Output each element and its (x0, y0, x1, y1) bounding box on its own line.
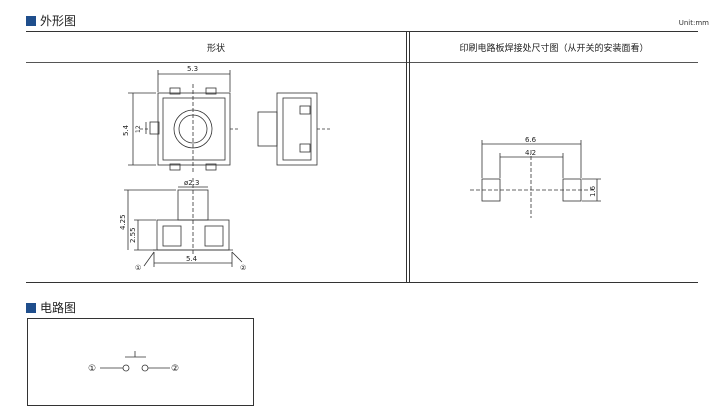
circuit-terminal-2: ② (171, 364, 179, 374)
pcb-footprint-drawing (470, 140, 601, 218)
terminal-2-label: ② (240, 264, 246, 272)
pcb-column-header: 印刷电路板焊接处尺寸图（从开关的安装面看） (459, 43, 649, 54)
dim-bottom-width: 5.4 (186, 255, 198, 263)
outline-table: 形状 印刷电路板焊接处尺寸图（从开关的安装面看） (26, 31, 698, 283)
top-view-drawing (128, 70, 240, 172)
header-divider (26, 62, 698, 63)
front-view-drawing (124, 178, 243, 267)
outline-section-heading: 外形图 (26, 12, 76, 29)
terminal-1-label: ① (135, 264, 141, 272)
dim-pad-h: 1.6 (589, 185, 597, 197)
dim-top-width: 5.3 (187, 65, 198, 73)
dim-phi: ø2.3 (184, 179, 199, 187)
dim-side-height: 5.4 (122, 124, 130, 136)
shape-column-header: 形状 (206, 43, 225, 54)
column-divider-2 (409, 32, 410, 282)
section-marker-icon (26, 302, 36, 313)
dim-h425: 4.25 (119, 214, 127, 230)
circuit-terminal-1: ① (88, 364, 96, 374)
column-divider (406, 32, 407, 282)
circuit-diagram: ① ② (88, 351, 179, 374)
outline-title: 外形图 (40, 14, 77, 28)
unit-label: Unit:mm (678, 19, 709, 27)
circuit-title: 电路图 (40, 301, 77, 315)
dim-small-12: 12 (135, 125, 142, 133)
circuit-diagram-box: ① ② (27, 318, 254, 406)
dim-pad-inner: 4.2 (525, 149, 536, 157)
side-view-drawing (257, 92, 330, 166)
section-marker-icon (26, 15, 36, 26)
circuit-section-heading: 电路图 (26, 299, 76, 316)
dim-pad-outer: 6.6 (525, 136, 537, 144)
dim-h255: 2.55 (129, 227, 137, 243)
